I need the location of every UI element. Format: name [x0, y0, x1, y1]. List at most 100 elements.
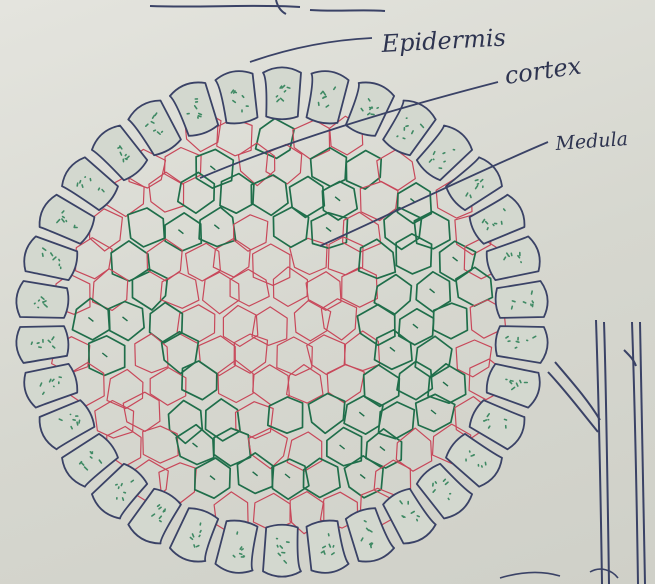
chloroplast-speck — [242, 549, 243, 550]
chloroplast-speck — [403, 138, 405, 139]
chloroplast-speck — [475, 180, 478, 181]
chloroplast-speck — [82, 185, 83, 187]
epidermis-cell — [24, 236, 77, 280]
chloroplast-speck — [506, 337, 508, 338]
medulla-cell — [277, 337, 313, 375]
epidermis-cell — [496, 281, 548, 318]
chloroplast-speck — [284, 91, 285, 92]
cortex-cell — [304, 458, 341, 497]
epidermis-cell — [496, 326, 548, 363]
chloroplast-speck — [73, 420, 75, 421]
cell-wall-thickening — [123, 317, 128, 321]
chloroplast-speck — [512, 306, 513, 309]
epidermis-cell — [16, 326, 68, 363]
chloroplast-speck — [532, 291, 533, 294]
chloroplast-speck — [121, 484, 122, 486]
chloroplast-speck — [120, 152, 121, 155]
epidermis-cell — [215, 71, 257, 123]
chloroplast-speck — [194, 545, 195, 547]
epidermis-leader-line — [250, 38, 372, 62]
chloroplast-speck — [59, 260, 60, 261]
cell-wall-thickening — [360, 474, 365, 478]
cell-wall-thickening — [210, 476, 215, 480]
chloroplast-speck — [520, 381, 521, 383]
chloroplast-speck — [163, 510, 164, 511]
chloroplast-speck — [199, 535, 200, 536]
cortex-label: cortex — [503, 51, 583, 89]
cell-wall-thickening — [359, 412, 364, 416]
cortex-cell — [169, 401, 203, 444]
stem-longitudinal-sketch — [548, 320, 645, 584]
cortex-cell — [256, 119, 295, 159]
cell-wall-thickening — [88, 317, 93, 321]
chloroplast-speck — [125, 155, 126, 156]
chloroplast-speck — [406, 126, 408, 127]
chloroplast-speck — [417, 516, 419, 517]
cortex-cell — [147, 239, 182, 281]
cortex-cell — [364, 365, 400, 407]
chloroplast-speck — [287, 87, 290, 88]
cortex-cell — [456, 340, 492, 377]
chloroplast-speck — [233, 556, 235, 557]
cortex-cell — [311, 148, 347, 187]
chloroplast-speck — [37, 343, 39, 344]
chloroplast-speck — [507, 253, 508, 255]
epidermis-cell — [263, 525, 301, 577]
cell-wall-thickening — [102, 353, 107, 357]
cortex-cell — [89, 336, 125, 376]
chloroplast-speck — [99, 188, 100, 190]
medulla-cell — [218, 360, 253, 402]
cortex-cell — [128, 208, 164, 247]
cell-wall-thickening — [380, 447, 385, 451]
cortex-cell — [396, 234, 432, 274]
chloroplast-speck — [532, 301, 533, 303]
bottom-ink-mark — [500, 569, 618, 578]
chloroplast-speck — [493, 224, 494, 225]
chloroplast-speck — [242, 96, 243, 98]
cell-wall-thickening — [178, 230, 183, 234]
cell-wall-thickening — [390, 347, 395, 351]
medulla-cell — [253, 244, 290, 285]
cortex-cell — [182, 361, 217, 400]
chloroplast-speck — [470, 195, 471, 197]
cortex-cell — [237, 453, 273, 494]
cortex-cell — [290, 177, 325, 218]
epidermis-cell — [24, 364, 77, 408]
cortex-cell — [251, 175, 288, 215]
chloroplast-speck — [79, 420, 80, 423]
chloroplast-speck — [512, 301, 515, 302]
cortex-cell — [123, 392, 160, 431]
cortex-cell — [90, 209, 123, 251]
chloroplast-speck — [237, 532, 238, 534]
cell-wall-thickening — [340, 445, 345, 449]
cell-wall-thickening — [335, 197, 340, 201]
cortex-cell — [165, 213, 201, 251]
cortex-cell — [234, 215, 268, 251]
chloroplast-speck — [402, 516, 404, 517]
cortex-cell — [293, 120, 330, 159]
medulla-cell — [203, 272, 240, 314]
cortex-cell — [108, 302, 144, 341]
cortex-cell — [374, 275, 411, 315]
chloroplast-speck — [448, 498, 449, 499]
chloroplast-speck — [160, 521, 161, 522]
cell-wall-thickening — [253, 472, 258, 476]
cell-wall-thickening — [413, 324, 418, 328]
cortex-cell — [433, 303, 467, 339]
cortex-cell — [220, 174, 254, 214]
chloroplast-speck — [90, 457, 92, 458]
chloroplast-speck — [50, 379, 51, 382]
chloroplast-speck — [80, 181, 81, 183]
chloroplast-speck — [417, 520, 418, 521]
cell-wall-thickening — [326, 227, 331, 231]
chloroplast-speck — [71, 427, 72, 429]
epidermis-cell — [307, 71, 349, 123]
medulla-cell — [290, 238, 327, 274]
chloroplast-speck — [435, 482, 436, 483]
epidermis-cell — [487, 236, 540, 280]
chloroplast-speck — [240, 554, 242, 555]
chloroplast-speck — [333, 546, 334, 547]
chloroplast-speck — [197, 546, 199, 547]
chloroplast-speck — [43, 392, 44, 394]
